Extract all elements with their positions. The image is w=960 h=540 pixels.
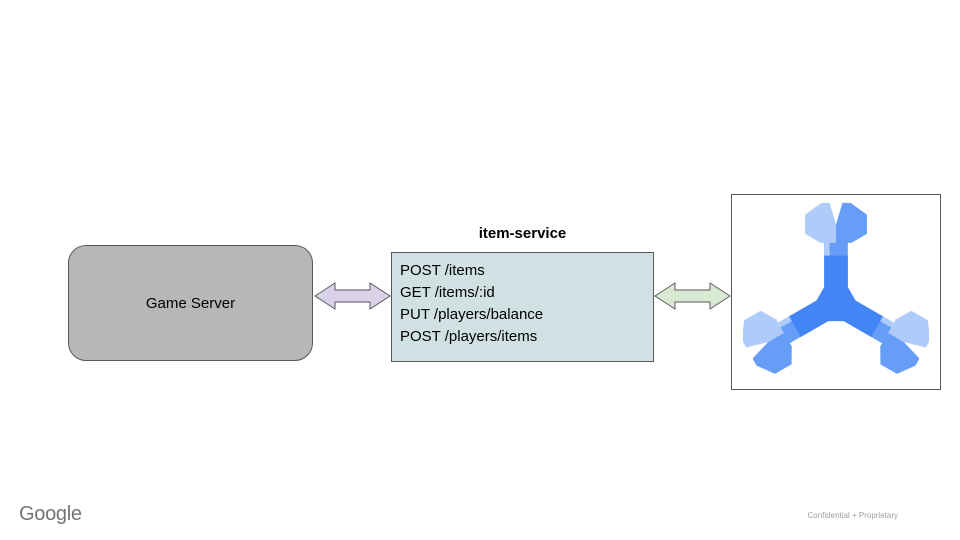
game-server-label: Game Server [145,294,236,312]
confidential-notice: Confidential + Proprietary [807,511,899,520]
item-service-node: POST /items GET /items/:id PUT /players/… [391,252,654,362]
arrow-shape [314,282,391,310]
game-server-node: Game Server [68,245,313,361]
endpoint-line: POST /players/items [400,328,538,345]
cloud-spanner-icon [743,202,929,374]
bidirectional-arrow-left-icon [314,282,391,310]
endpoint-line: POST /items [400,262,485,279]
cloud-spanner-image-frame [731,194,941,390]
google-logo: Google [19,503,82,525]
endpoint-line: PUT /players/balance [400,306,544,323]
item-service-title: item-service [478,225,567,242]
bidirectional-arrow-right-icon [654,282,731,310]
arrow-shape [654,282,731,310]
spanner-hub [789,255,883,337]
endpoint-line: GET /items/:id [400,284,495,301]
